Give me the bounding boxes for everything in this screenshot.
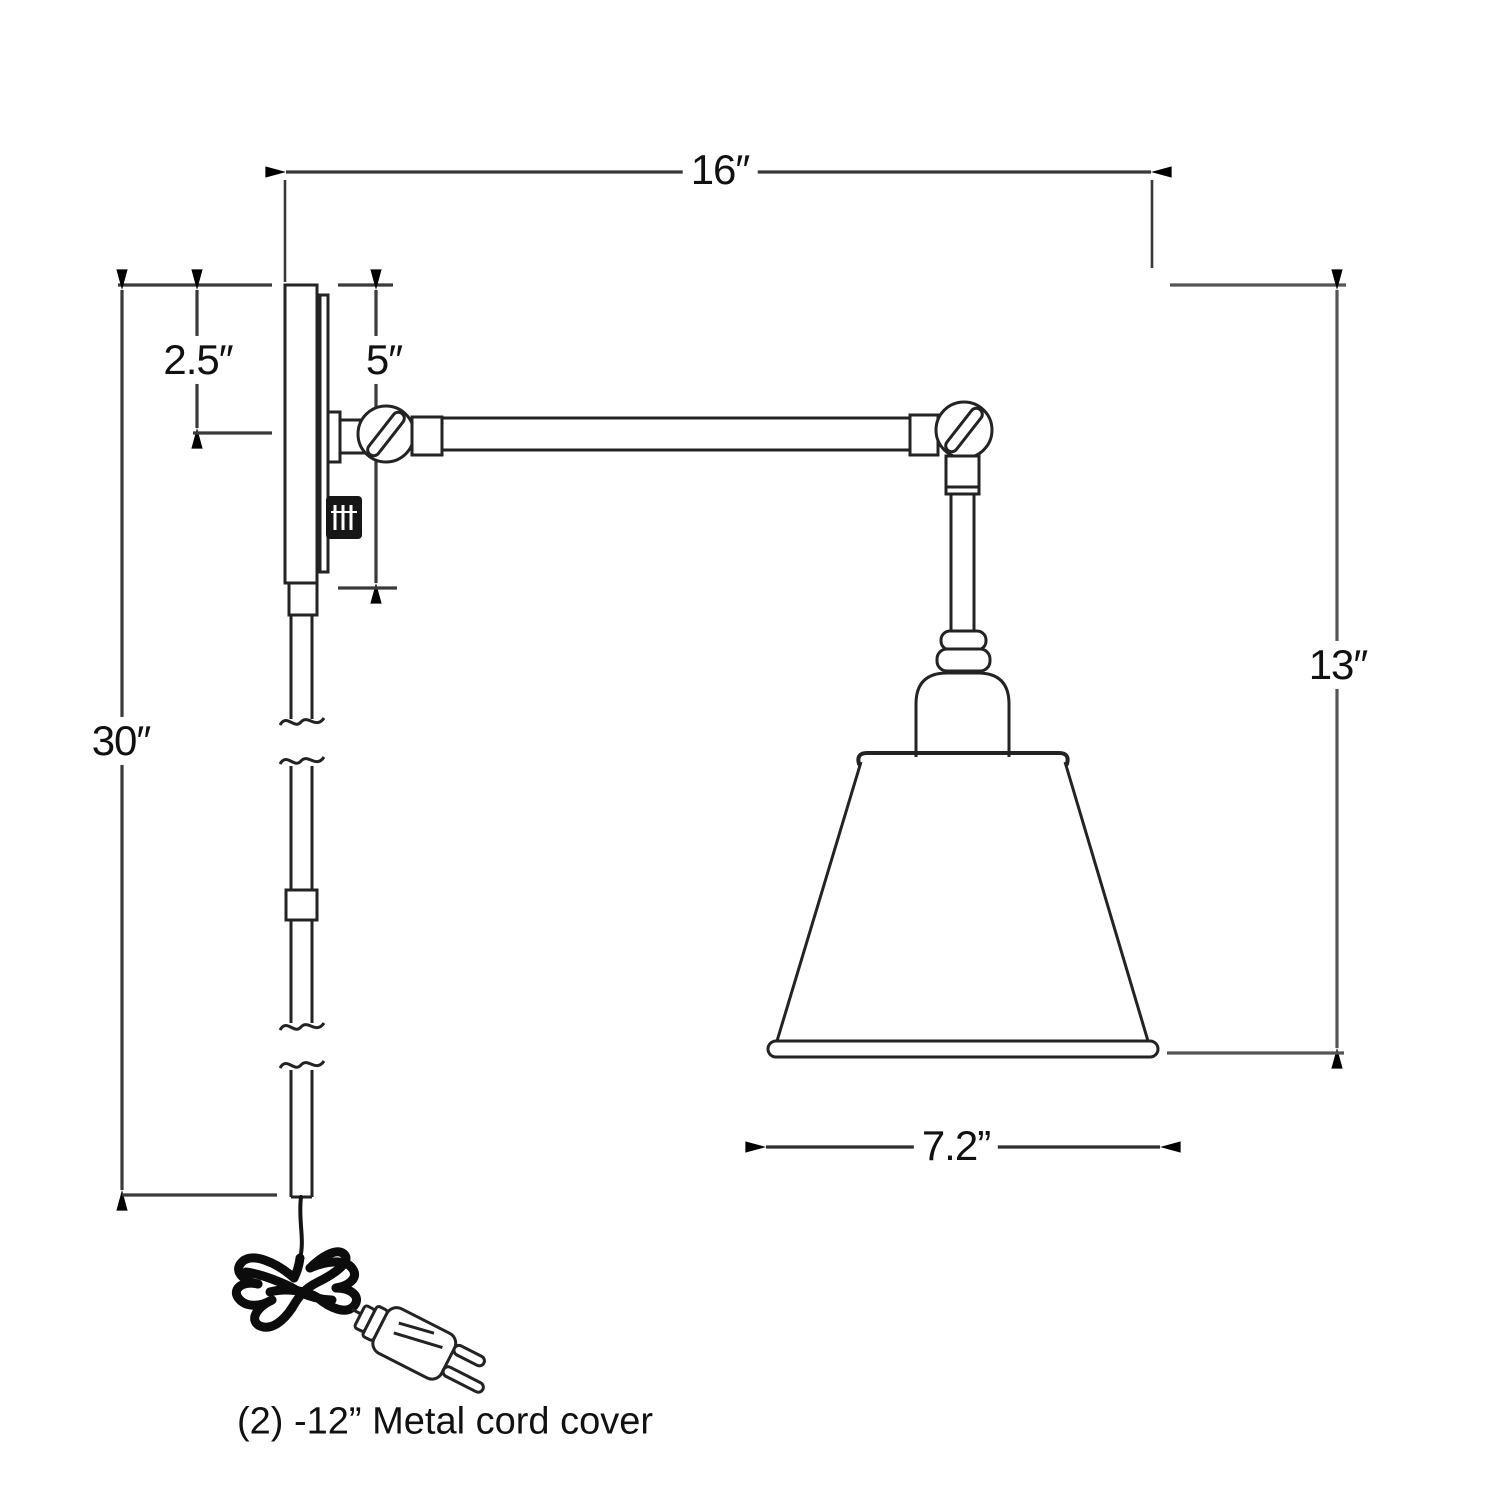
label-cord-cover-length: 30″ <box>83 716 159 766</box>
label-plate-top-to-arm: 2.5″ <box>155 335 241 385</box>
wall-backplate <box>283 283 330 617</box>
lamp-socket <box>914 629 1011 757</box>
plug-body <box>371 1306 458 1381</box>
label-overall-width: 16″ <box>682 145 758 195</box>
label-shade-diameter: 7.2” <box>913 1121 999 1171</box>
break-mark <box>278 1022 326 1031</box>
break-mark <box>278 756 326 765</box>
plug-prong <box>452 1343 486 1368</box>
metal-cord-cover <box>278 615 326 1199</box>
plug-prong <box>441 1365 485 1394</box>
break-mark <box>278 1060 326 1069</box>
cover-coupler <box>284 888 319 922</box>
shade-rim <box>766 1039 1160 1059</box>
arm-bar <box>442 416 910 452</box>
cord-cover-note: (2) -12” Metal cord cover <box>237 1400 654 1444</box>
socket-cup <box>914 671 1011 757</box>
power-plug <box>351 1304 486 1394</box>
label-arm-to-shade-bottom: 13″ <box>1300 640 1376 690</box>
lamp-shade <box>766 751 1160 1059</box>
swing-arm <box>326 400 994 631</box>
plate-neck <box>287 581 319 617</box>
power-cord <box>231 1195 361 1332</box>
dimmer-switch-knob <box>326 496 362 539</box>
label-backplate-height: 5″ <box>357 335 411 385</box>
break-mark <box>278 717 326 726</box>
drop-rod <box>949 494 976 631</box>
